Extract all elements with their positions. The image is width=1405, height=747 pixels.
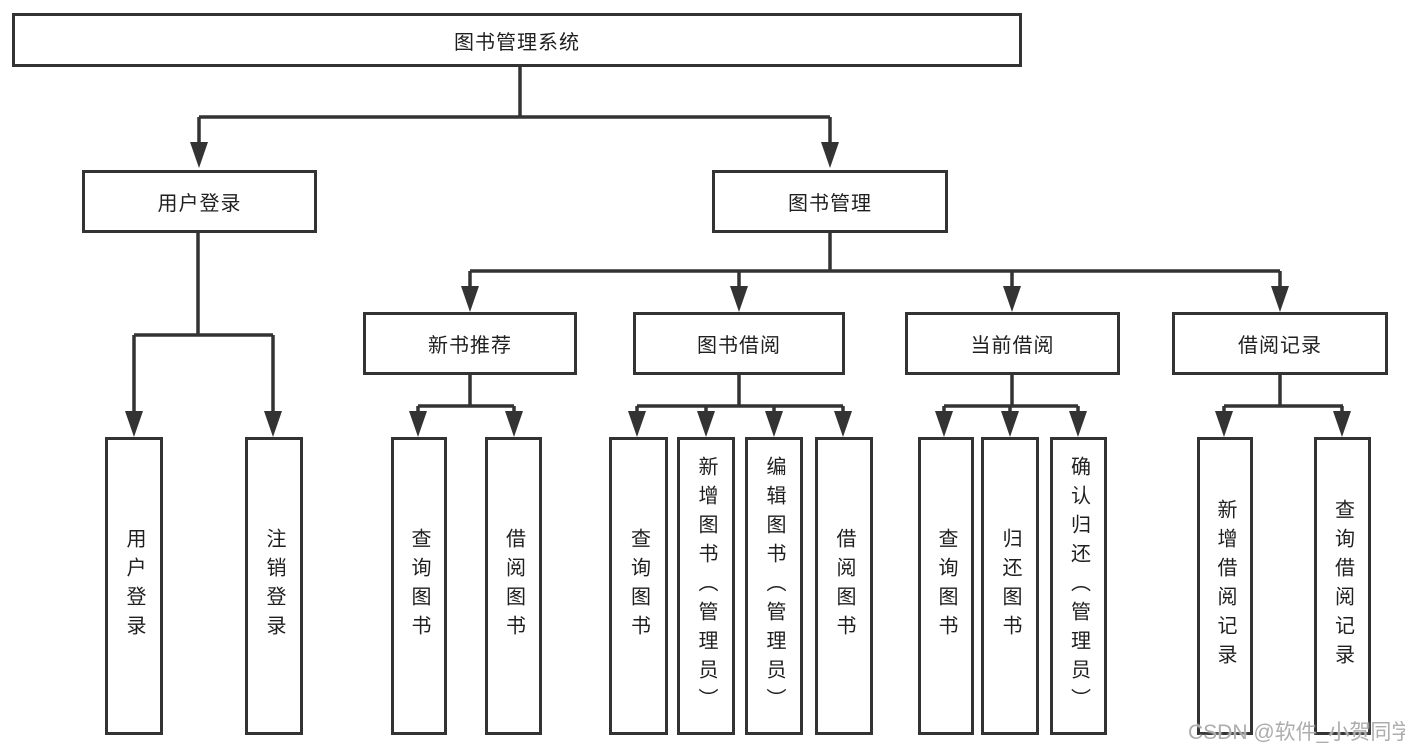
node-label: 新增借阅记录 (1214, 499, 1236, 673)
csdn-watermark: CSDN @软件_小贺同学 (1188, 721, 1405, 744)
node-label: 用户登录 (157, 193, 242, 215)
node-label: 查询图书 (627, 528, 650, 644)
node-label: 图书借阅 (697, 335, 781, 357)
leaf-add-book-admin: 新增图书（管理员） (677, 437, 735, 735)
node-label: 编辑图书（管理员） (763, 455, 785, 717)
connector-segments (132, 67, 1344, 415)
arrowhead-icon (125, 142, 1351, 437)
leaf-borrow-book-1: 借阅图书 (485, 437, 542, 735)
node-label: 借阅图书 (502, 528, 525, 644)
leaf-borrow-book-2: 借阅图书 (815, 437, 873, 735)
node-label: 新增图书（管理员） (695, 455, 717, 717)
node-label: 借阅记录 (1238, 335, 1322, 357)
node-book-borrow: 图书借阅 (633, 312, 845, 375)
node-new-book-recommend: 新书推荐 (363, 312, 577, 375)
leaf-query-book-1: 查询图书 (391, 437, 447, 735)
node-book-management: 图书管理 (712, 170, 948, 233)
node-borrow-records: 借阅记录 (1172, 312, 1388, 375)
leaf-add-borrow-record: 新增借阅记录 (1197, 437, 1253, 735)
node-current-borrow: 当前借阅 (905, 312, 1120, 375)
node-label: 图书管理系统 (454, 31, 580, 54)
node-library-system: 图书管理系统 (12, 13, 1022, 67)
node-label: 图书管理 (788, 193, 872, 215)
node-label: 归还图书 (999, 528, 1021, 644)
leaf-return-book: 归还图书 (981, 437, 1039, 735)
leaf-logout: 注销登录 (245, 437, 303, 735)
leaf-user-login: 用户登录 (105, 437, 163, 735)
leaf-confirm-return-admin: 确认归还（管理员） (1050, 437, 1107, 735)
node-label: 用户登录 (123, 528, 145, 644)
node-label: 查询图书 (935, 528, 957, 644)
node-label: 当前借阅 (970, 335, 1055, 357)
node-label: 借阅图书 (833, 528, 855, 644)
node-label: 注销登录 (263, 528, 285, 644)
node-label: 查询图书 (408, 528, 430, 644)
leaf-query-borrow-record: 查询借阅记录 (1314, 437, 1371, 735)
node-user-login: 用户登录 (82, 170, 317, 233)
node-label: 确认归还（管理员） (1067, 455, 1090, 717)
leaf-query-book-3: 查询图书 (918, 437, 974, 735)
leaf-query-book-2: 查询图书 (609, 437, 668, 735)
node-label: 新书推荐 (428, 335, 512, 357)
node-label: 查询借阅记录 (1331, 499, 1354, 673)
leaf-edit-book-admin: 编辑图书（管理员） (745, 437, 803, 735)
